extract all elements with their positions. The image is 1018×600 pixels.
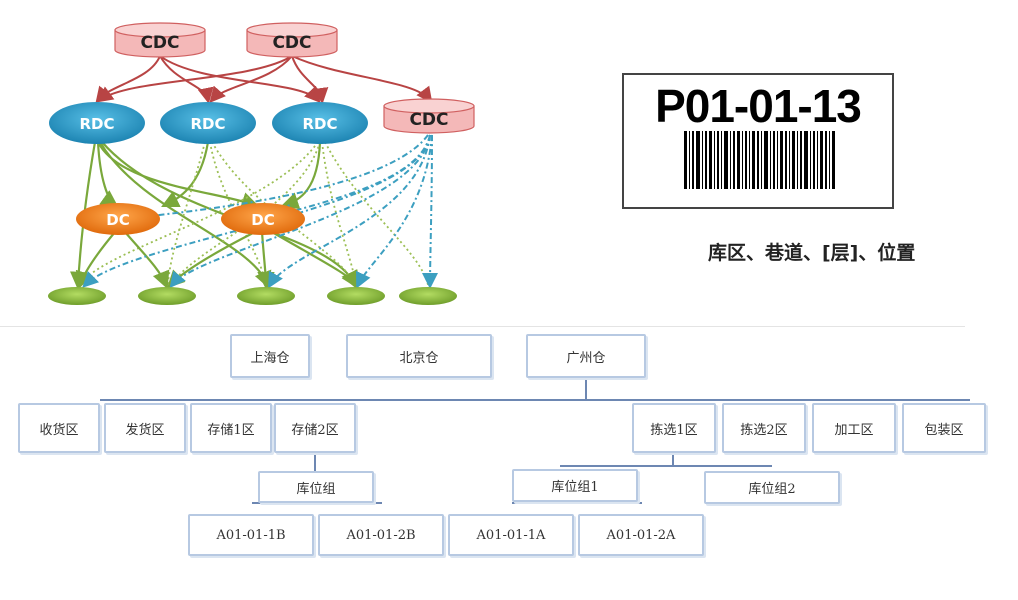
leaf-node <box>138 287 196 305</box>
warehouse-node[interactable]: 上海仓 <box>230 334 310 378</box>
node-label: 收货区 <box>39 422 79 438</box>
zone-node[interactable]: 拣选2区 <box>722 403 806 453</box>
rdc-label: RDC <box>190 115 225 133</box>
node-label: 库位组 <box>296 481 336 497</box>
dc-label: DC <box>106 211 129 229</box>
cdc-label: CDC <box>409 110 448 130</box>
zone-node[interactable]: 发货区 <box>104 403 186 453</box>
slot-node[interactable]: A01-01-1A <box>448 514 574 556</box>
dc-node: DC <box>221 203 305 235</box>
node-label: A01-01-1B <box>216 527 286 543</box>
cdc-label: CDC <box>140 33 179 53</box>
zone-node[interactable]: 拣选1区 <box>632 403 716 453</box>
dc-label: DC <box>251 211 274 229</box>
tree-connector <box>672 455 674 465</box>
leaf-node <box>327 287 385 305</box>
zone-node[interactable]: 收货区 <box>18 403 100 453</box>
zone-node[interactable]: 存储2区 <box>274 403 356 453</box>
node-label: 加工区 <box>834 422 874 438</box>
cdc-arrows <box>95 55 433 104</box>
location-code: P01-01-13 <box>655 80 862 132</box>
cdc-node: CDC <box>246 22 338 58</box>
slot-group-node[interactable]: 库位组1 <box>512 469 638 502</box>
warehouse-node[interactable]: 北京仓 <box>346 334 492 378</box>
node-label: 广州仓 <box>566 350 606 366</box>
tree-connector <box>585 378 587 400</box>
rdc-node: RDC <box>272 102 368 144</box>
node-label: 库位组1 <box>551 480 599 495</box>
tree-connector <box>314 455 316 471</box>
rdc-node: RDC <box>49 102 145 144</box>
slot-group-node[interactable]: 库位组 <box>258 471 374 503</box>
slot-node[interactable]: A01-01-1B <box>188 514 314 556</box>
rdc-label: RDC <box>79 115 114 133</box>
zone-node[interactable]: 存储1区 <box>190 403 272 453</box>
zone-node[interactable]: 加工区 <box>812 403 896 453</box>
leaf-node <box>237 287 295 305</box>
rdc-node: RDC <box>160 102 256 144</box>
cdc-node: CDC <box>383 98 475 134</box>
tree-connector <box>100 399 970 401</box>
section-divider <box>0 326 965 327</box>
leaf-node <box>48 287 106 305</box>
warehouse-node[interactable]: 广州仓 <box>526 334 646 378</box>
node-label: A01-01-2A <box>606 527 676 543</box>
node-label: A01-01-1A <box>476 527 546 543</box>
node-label: 库位组2 <box>748 482 796 497</box>
tree-connector <box>252 502 382 504</box>
distribution-network-diagram: CDC CDC CDC RDC RDC RDC DC DC <box>48 22 475 305</box>
cdc-label: CDC <box>272 33 311 53</box>
slot-node[interactable]: A01-01-2A <box>578 514 704 556</box>
node-label: 上海仓 <box>250 350 290 366</box>
node-label: 存储2区 <box>291 422 339 438</box>
node-label: 包装区 <box>924 422 964 438</box>
dc-node: DC <box>76 203 160 235</box>
barcode-icon <box>684 131 835 189</box>
node-label: 北京仓 <box>399 350 439 366</box>
zone-node[interactable]: 包装区 <box>902 403 986 453</box>
node-label: 存储1区 <box>207 422 255 438</box>
location-label-card: P01-01-13 <box>622 73 894 209</box>
leaf-node <box>399 287 457 305</box>
node-label: A01-01-2B <box>346 527 416 543</box>
cdc-node: CDC <box>114 22 206 58</box>
node-label: 发货区 <box>125 422 165 438</box>
location-description: 库区、巷道、[层]、位置 <box>708 242 916 264</box>
tree-connector <box>560 465 772 467</box>
node-label: 拣选1区 <box>650 422 698 438</box>
slot-group-node[interactable]: 库位组2 <box>704 471 840 504</box>
node-label: 拣选2区 <box>740 422 788 438</box>
tree-connector <box>512 502 642 504</box>
slot-node[interactable]: A01-01-2B <box>318 514 444 556</box>
rdc-label: RDC <box>302 115 337 133</box>
